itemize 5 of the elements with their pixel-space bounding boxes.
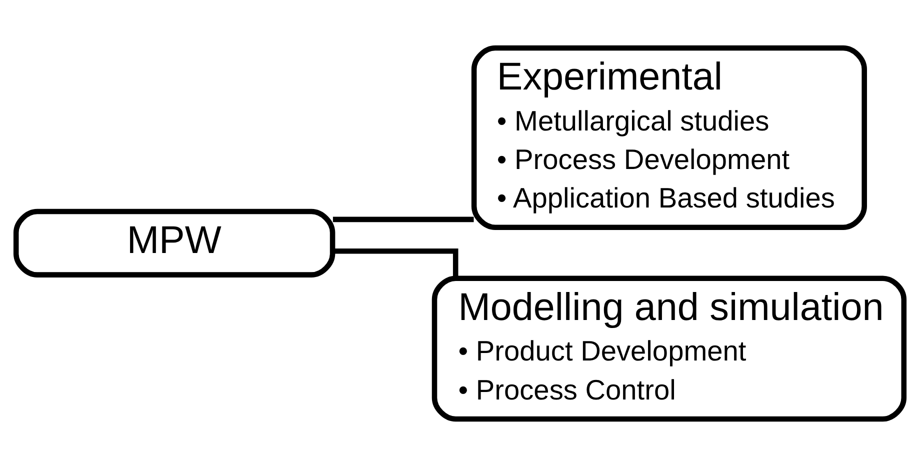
connector [332,216,474,222]
connector [333,248,458,278]
node-box: MPW [13,208,336,277]
node-box: Modelling and simulation • Product Development • Process Control [432,275,907,422]
node-box: Experimental • Metullargical studies • Process Development • Application Based studies [471,44,867,230]
